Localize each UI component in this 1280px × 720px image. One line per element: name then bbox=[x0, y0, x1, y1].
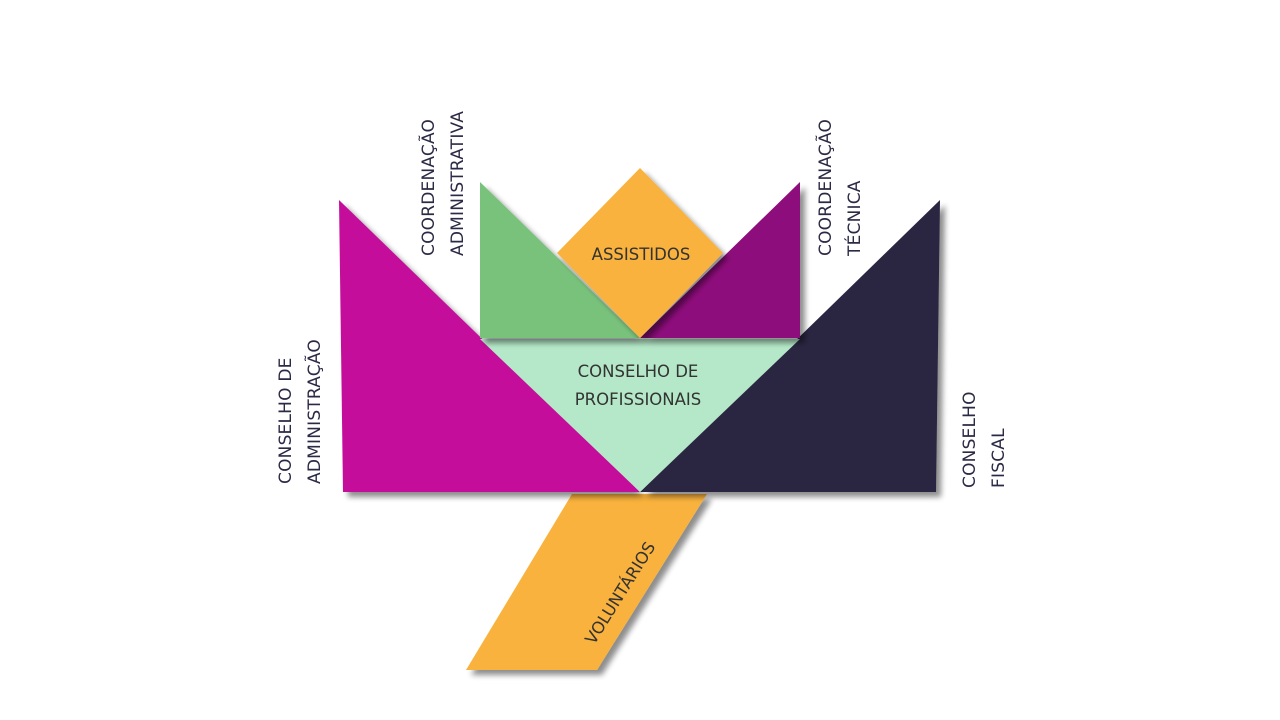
svg-text:COORDENAÇÃO: COORDENAÇÃO bbox=[814, 119, 836, 256]
svg-text:CONSELHO: CONSELHO bbox=[960, 391, 980, 488]
coordenacao-tecnica-label: COORDENAÇÃO TÉCNICA bbox=[814, 119, 865, 257]
conselho-profissionais-label-line2: PROFISSIONAIS bbox=[575, 390, 702, 409]
conselho-administracao-label: CONSELHO DE ADMINISTRAÇÃO bbox=[276, 339, 325, 484]
conselho-profissionais-label-line1: CONSELHO DE bbox=[578, 362, 699, 381]
coordenacao-administrativa-label: COORDENAÇÃO ADMINISTRATIVA bbox=[417, 111, 468, 256]
assistidos-label: ASSISTIDOS bbox=[592, 245, 691, 264]
conselho-fiscal-label: CONSELHO FISCAL bbox=[960, 391, 1009, 488]
voluntarios-shape bbox=[466, 494, 707, 670]
svg-text:COORDENAÇÃO: COORDENAÇÃO bbox=[417, 119, 439, 256]
svg-text:FISCAL: FISCAL bbox=[989, 428, 1009, 488]
svg-text:CONSELHO DE: CONSELHO DE bbox=[276, 357, 296, 484]
assistidos-shape bbox=[557, 168, 723, 338]
svg-text:TÉCNICA: TÉCNICA bbox=[843, 180, 865, 257]
coordenacao-administrativa-shape bbox=[480, 182, 640, 338]
conselho-profissionais-shape bbox=[480, 339, 800, 492]
coordenacao-tecnica-shape bbox=[640, 182, 800, 338]
svg-text:ADMINISTRAÇÃO: ADMINISTRAÇÃO bbox=[303, 339, 325, 484]
svg-text:ADMINISTRATIVA: ADMINISTRATIVA bbox=[448, 111, 468, 256]
